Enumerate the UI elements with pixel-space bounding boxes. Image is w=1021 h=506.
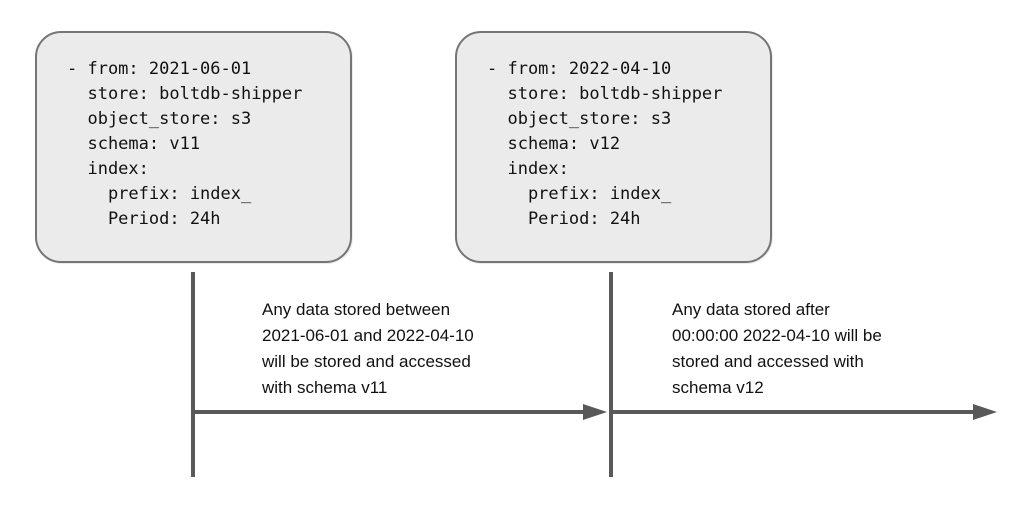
schema-config-box-v11: - from: 2021-06-01 store: boltdb-shipper… (35, 31, 352, 263)
schema-config-box-v12: - from: 2022-04-10 store: boltdb-shipper… (455, 31, 772, 263)
arrowhead-right-icon (583, 404, 607, 420)
timeline-boundary-line-2021-06-01 (191, 272, 195, 477)
timeline-arrow-v12-shaft (613, 410, 975, 414)
timeline-arrow-v11-shaft (193, 410, 585, 414)
schema-config-code-v12: - from: 2022-04-10 store: boltdb-shipper… (487, 59, 723, 229)
schema-config-code-v11: - from: 2021-06-01 store: boltdb-shipper… (67, 59, 303, 229)
annotation-v12-period: Any data stored after 00:00:00 2022-04-1… (672, 300, 882, 397)
timeline-boundary-line-2022-04-10 (609, 272, 613, 477)
arrowhead-right-icon (973, 404, 997, 420)
annotation-v11-period: Any data stored between 2021-06-01 and 2… (262, 300, 474, 397)
